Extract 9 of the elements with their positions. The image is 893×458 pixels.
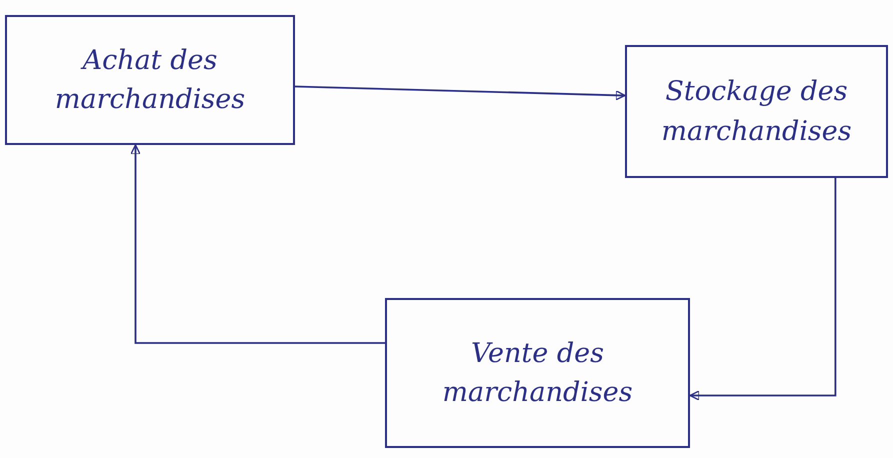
arrow xyxy=(130,144,385,344)
process-box xyxy=(385,298,690,448)
process-box xyxy=(625,45,888,178)
node-label: Stockage des marchandises xyxy=(660,75,853,148)
arrow xyxy=(294,86,626,100)
node-label: Vente des marchandises xyxy=(441,336,634,410)
arrow xyxy=(689,178,836,401)
node-label: Achat des marchandises xyxy=(54,44,246,117)
process-box xyxy=(5,15,295,145)
